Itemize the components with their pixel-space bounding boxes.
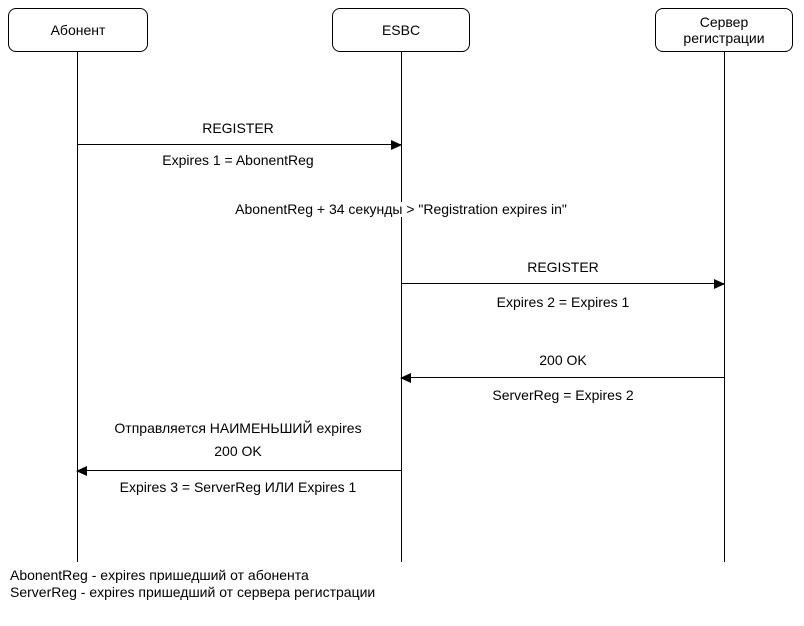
- message-1-label: REGISTER: [199, 121, 277, 136]
- arrow-register-esbc-to-server: [401, 278, 725, 289]
- arrow-200ok-server-to-esbc: [400, 372, 724, 383]
- message-2-label: REGISTER: [524, 260, 602, 275]
- legend: AbonentReg - expires пришедший от абонен…: [10, 567, 375, 601]
- actor-abonent: Абонент: [8, 8, 148, 52]
- lifeline-server: [724, 52, 726, 562]
- note-registration-expires: AbonentReg + 34 секунды > "Registration …: [232, 202, 570, 217]
- legend-line-serverreg: ServerReg - expires пришедший от сервера…: [10, 584, 376, 600]
- actor-esbc: ESBC: [332, 8, 470, 52]
- actor-server-label: Сервер регистрации: [683, 14, 765, 46]
- message-1-sublabel: Expires 1 = AbonentReg: [159, 153, 317, 168]
- actor-esbc-label: ESBC: [381, 22, 421, 38]
- message-3-label: 200 OK: [536, 353, 590, 368]
- arrow-register-abonent-to-esbc: [77, 139, 402, 150]
- actor-abonent-label: Абонент: [50, 22, 106, 38]
- arrowhead-left-icon: [400, 372, 411, 383]
- message-4-sublabel: Expires 3 = ServerReg ИЛИ Expires 1: [116, 480, 360, 495]
- actor-server: Сервер регистрации: [655, 8, 793, 52]
- lifeline-esbc: [400, 52, 402, 562]
- lifeline-abonent: [77, 52, 79, 562]
- arrowhead-left-icon: [76, 465, 87, 476]
- message-4-label: 200 OK: [211, 444, 265, 459]
- message-4-prelabel: Отправляется НАИМЕНЬШИЙ expires: [111, 421, 365, 436]
- message-2-sublabel: Expires 2 = Expires 1: [493, 295, 633, 310]
- legend-line-abonentreg: AbonentReg - expires пришедший от абонен…: [10, 567, 309, 583]
- arrow-200ok-esbc-to-abonent: [76, 465, 401, 476]
- arrowhead-right-icon: [714, 278, 725, 289]
- message-3-sublabel: ServerReg = Expires 2: [489, 388, 637, 403]
- arrowhead-right-icon: [391, 139, 402, 150]
